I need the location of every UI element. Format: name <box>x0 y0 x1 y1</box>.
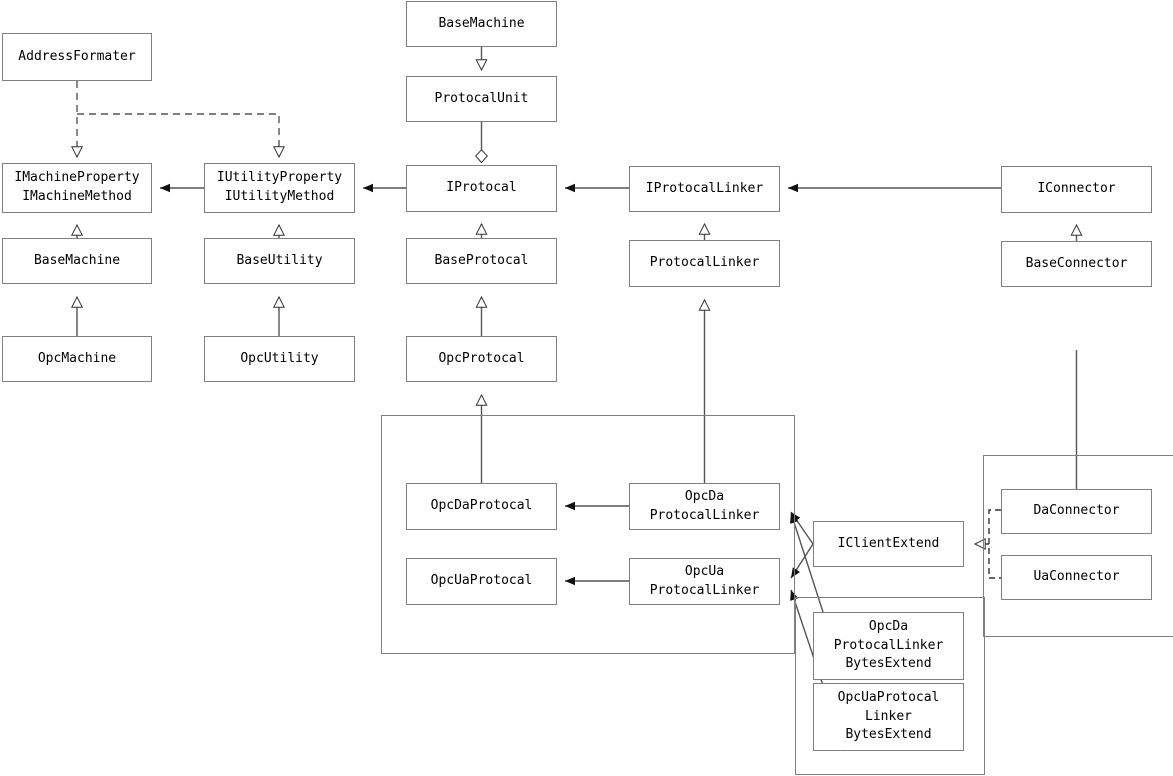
class-node-base-machine-top[interactable]: BaseMachine <box>406 1 557 47</box>
class-node-imachine-property[interactable]: IMachineProperty IMachineMethod <box>2 163 152 213</box>
class-node-iprotocal[interactable]: IProtocal <box>406 165 557 212</box>
class-node-base-utility[interactable]: BaseUtility <box>204 238 355 284</box>
class-node-opcua-protocal-linker[interactable]: OpcUa ProtocalLinker <box>629 558 780 605</box>
class-node-opcua-bytes-extend[interactable]: OpcUaProtocal Linker BytesExtend <box>813 683 964 751</box>
edge-addressformater-iutilityproperty <box>77 113 279 157</box>
class-node-da-connector[interactable]: DaConnector <box>1001 489 1152 534</box>
class-node-iclient-extend[interactable]: IClientExtend <box>813 521 964 567</box>
class-node-ua-connector[interactable]: UaConnector <box>1001 555 1152 600</box>
class-node-iconnector[interactable]: IConnector <box>1001 166 1152 213</box>
class-node-opc-machine[interactable]: OpcMachine <box>2 336 152 382</box>
class-node-base-connector[interactable]: BaseConnector <box>1001 241 1152 287</box>
class-node-opcua-protocal[interactable]: OpcUaProtocal <box>406 558 557 605</box>
class-node-base-protocal[interactable]: BaseProtocal <box>406 238 557 284</box>
class-node-address-formater[interactable]: AddressFormater <box>2 33 152 81</box>
class-node-protocal-unit[interactable]: ProtocalUnit <box>406 76 557 122</box>
class-node-opc-utility[interactable]: OpcUtility <box>204 336 355 382</box>
class-node-base-machine[interactable]: BaseMachine <box>2 238 152 284</box>
class-node-opcda-protocal-linker[interactable]: OpcDa ProtocalLinker <box>629 483 780 530</box>
group-box-protocal <box>381 415 795 654</box>
group-box-connector <box>983 455 1173 637</box>
class-node-protocal-linker[interactable]: ProtocalLinker <box>629 240 780 287</box>
class-node-opcda-bytes-extend[interactable]: OpcDa ProtocalLinker BytesExtend <box>813 612 964 680</box>
class-node-iprotocal-linker[interactable]: IProtocalLinker <box>629 166 780 212</box>
class-node-opcda-protocal[interactable]: OpcDaProtocal <box>406 483 557 530</box>
class-node-iutility-property[interactable]: IUtilityProperty IUtilityMethod <box>204 163 355 213</box>
class-node-opc-protocal[interactable]: OpcProtocal <box>406 336 557 382</box>
